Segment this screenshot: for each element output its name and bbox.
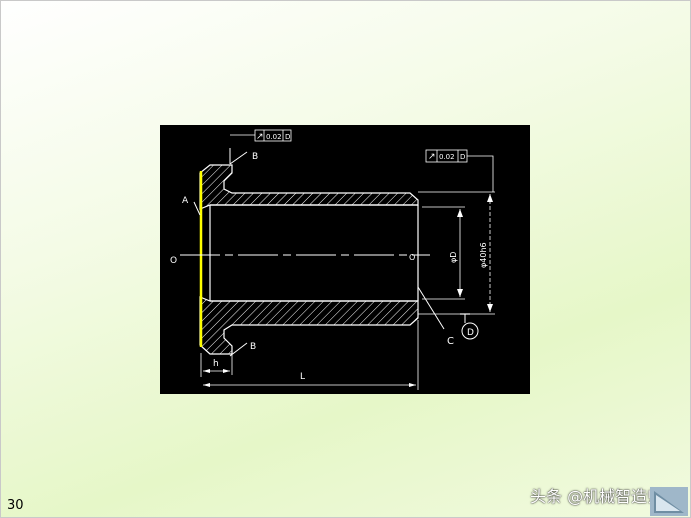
svg-text:0.02: 0.02 bbox=[439, 153, 455, 161]
tolerance-frame-right: ↗ 0.02 D bbox=[425, 149, 494, 192]
next-slide-icon[interactable] bbox=[650, 487, 688, 516]
label-a: A bbox=[182, 196, 189, 206]
leader-b-bottom bbox=[229, 342, 248, 357]
drawing-canvas: ↗ 0.02 D ↗ 0.02 D A B B C D O O h bbox=[170, 129, 495, 390]
dim-arrows-h bbox=[203, 369, 230, 373]
label-b-bottom: B bbox=[250, 342, 256, 352]
label-o-left: O bbox=[170, 256, 177, 266]
datum-circle bbox=[461, 322, 479, 340]
bushing-drawing: ↗ 0.02 D ↗ 0.02 D A B B C D O O h bbox=[160, 125, 530, 394]
label-datum-d: D bbox=[467, 328, 474, 338]
leader-c bbox=[417, 286, 445, 330]
label-phi-d: φD bbox=[449, 252, 458, 263]
svg-text:0.02: 0.02 bbox=[266, 133, 282, 141]
label-c: C bbox=[447, 336, 454, 347]
label-phi-40h6: φ40h6 bbox=[479, 242, 488, 268]
page-number: 30 bbox=[7, 498, 24, 513]
label-o-right: O bbox=[409, 253, 415, 262]
svg-text:D: D bbox=[460, 153, 465, 161]
lower-wall-section bbox=[199, 296, 419, 355]
label-b-top: B bbox=[252, 152, 258, 162]
svg-text:↗: ↗ bbox=[428, 152, 436, 162]
watermark: 头条 @机械智造师 bbox=[530, 487, 664, 506]
leader-a bbox=[193, 201, 201, 216]
svg-text:↗: ↗ bbox=[256, 132, 264, 142]
tolerance-frame-top: ↗ 0.02 D bbox=[230, 129, 292, 142]
label-h: h bbox=[213, 359, 219, 369]
upper-wall-section bbox=[199, 164, 419, 210]
label-l: L bbox=[300, 372, 305, 382]
leader-b-top bbox=[229, 151, 248, 165]
svg-text:D: D bbox=[285, 133, 290, 141]
